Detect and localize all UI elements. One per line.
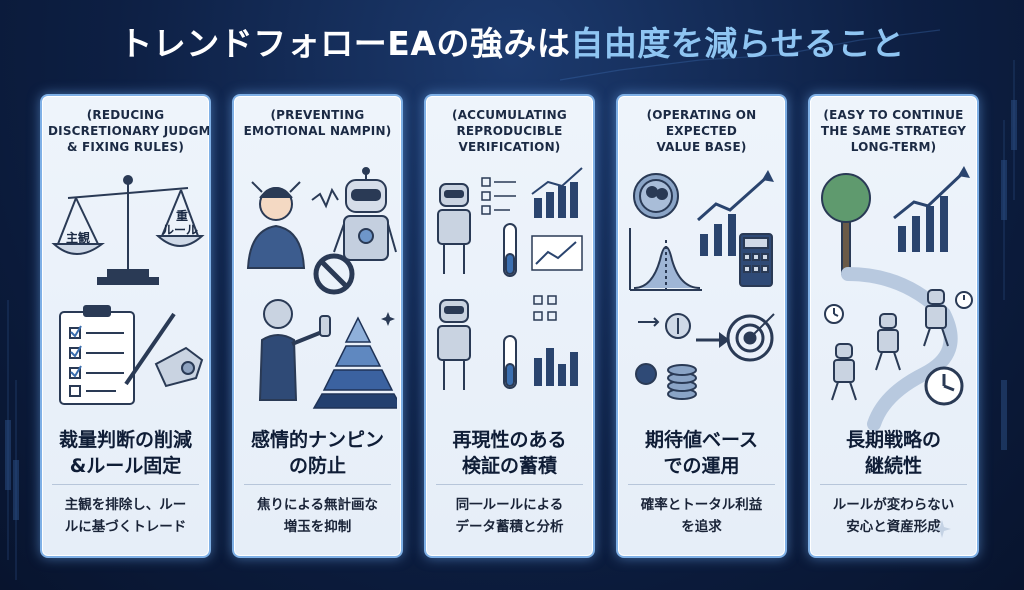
card-title: 感情的ナンピン の防止 (250, 429, 384, 477)
card-divider (628, 484, 775, 485)
walking-robot-icon (923, 289, 949, 347)
card-divider (820, 484, 967, 485)
scale-right-top-label: 重 (176, 208, 188, 223)
card-illustration (437, 167, 583, 390)
pyramid-icon (312, 316, 397, 409)
tree-icon (821, 173, 871, 275)
card-illustration (246, 167, 397, 409)
prohibited-icon (313, 253, 355, 295)
bar-chart-icon (531, 167, 583, 218)
card-english-subtitle: (EASY TO CONTINUE THE SAME STRATEGY LONG… (820, 108, 967, 154)
card-long-term-continuity: (EASY TO CONTINUE THE SAME STRATEGY LONG… (808, 94, 979, 558)
card-description: ルールが変わらない 安心と資産形成 (832, 497, 955, 535)
card-english-subtitle: (PREVENTING EMOTIONAL NAMPIN) (243, 108, 392, 138)
robot-icon (333, 167, 397, 261)
card-title: 再現性のある 検証の蓄積 (452, 429, 567, 477)
growth-chart-icon (697, 170, 774, 256)
card-description: 確率とトータル利益 を追求 (640, 497, 763, 535)
stop-hand-person-icon (258, 299, 331, 401)
checklist-icon (533, 295, 557, 321)
card-divider (436, 484, 583, 485)
card-title: 裁量判断の削減 &ルール固定 (58, 429, 192, 477)
test-tube-icon (503, 223, 517, 277)
checklist-icon (481, 177, 516, 215)
card-description: 焦りによる無計画な 増玉を抑制 (256, 497, 379, 535)
walking-robot-icon (831, 343, 857, 401)
robot-icon (437, 299, 471, 390)
calculator-icon (739, 233, 773, 287)
coin-icon (633, 173, 679, 219)
dollar-coin-icon (665, 313, 691, 339)
bell-curve-icon (629, 228, 702, 291)
clock-icon (824, 304, 844, 324)
card-description: 同一ルールによる データ蓄積と分析 (455, 497, 564, 535)
walking-robot-icon (875, 313, 901, 371)
card-reducing-discretion: (REDUCING DISCRETIONARY JUDGMENT & FIXIN… (40, 94, 211, 558)
card-title: 長期戦略の 継続性 (845, 429, 941, 477)
coin-stack-icon (635, 363, 697, 400)
path-icon (841, 267, 958, 431)
card-illustration (821, 166, 973, 431)
clock-icon (924, 366, 964, 406)
stress-wave-icon (311, 187, 339, 209)
clock-icon (955, 291, 973, 309)
card-english-subtitle: (OPERATING ON EXPECTED VALUE BASE) (646, 108, 757, 154)
card-preventing-nanpin: (PREVENTING EMOTIONAL NAMPIN) (232, 94, 403, 558)
card-title: 期待値ベース での運用 (644, 429, 759, 477)
robot-hand-pen-icon (124, 312, 204, 388)
sparkle-icon (933, 520, 951, 538)
card-divider (52, 484, 199, 485)
test-tube-icon (503, 335, 517, 389)
title-main: トレンドフォローEAの強みは (119, 24, 571, 63)
stressed-person-icon (246, 181, 306, 269)
clipboard-checklist-icon (59, 305, 135, 405)
card-english-subtitle: (ACCUMULATING REPRODUCIBLE VERIFICATION) (452, 108, 567, 154)
card-illustration: 主観 重 ルール (51, 175, 205, 405)
growth-chart-icon (893, 166, 970, 252)
balance-scale-icon (51, 175, 205, 285)
arrows-icon (638, 317, 730, 348)
title-highlight: 自由度を減らせること (570, 24, 905, 63)
card-english-subtitle: (REDUCING DISCRETIONARY JUDGMENT & FIXIN… (48, 108, 211, 154)
scale-left-label: 主観 (66, 230, 90, 245)
card-expected-value: (OPERATING ON EXPECTED VALUE BASE) (616, 94, 787, 558)
card-divider (244, 484, 391, 485)
card-accumulating-verification: (ACCUMULATING REPRODUCIBLE VERIFICATION) (424, 94, 595, 558)
sparkle-icon (381, 312, 395, 326)
robot-icon (437, 183, 471, 274)
page-title: トレンドフォローEAの強みは自由度を減らせること (0, 14, 1024, 74)
scale-right-label: ルール (162, 223, 198, 237)
line-chart-icon (531, 235, 583, 271)
card-illustration (629, 170, 775, 400)
bar-chart-icon (534, 348, 578, 386)
card-description: 主観を排除し、ルー ルに基づくトレード (64, 497, 187, 535)
target-icon (726, 313, 775, 362)
